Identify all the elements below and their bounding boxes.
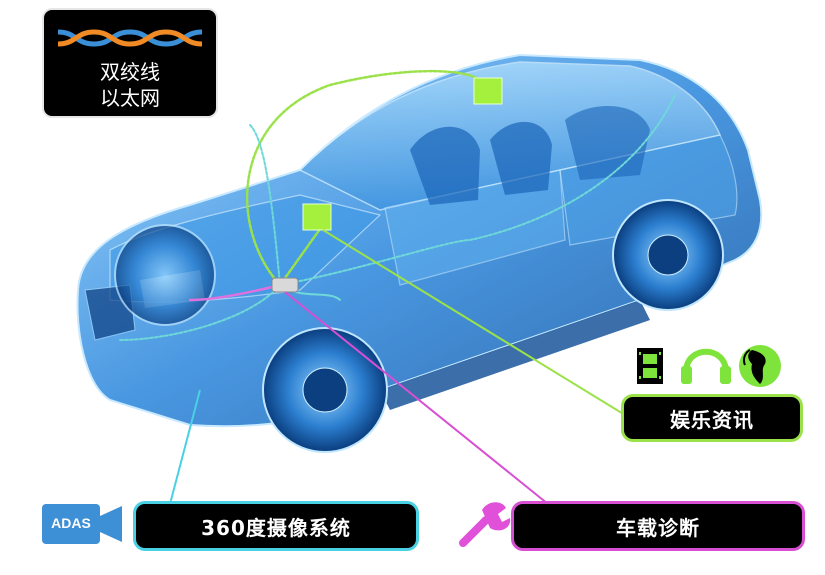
adas-camera-icon xyxy=(42,504,122,544)
badge-line-1: 双绞线 xyxy=(100,60,160,84)
adas-icon-text: ADAS xyxy=(51,515,91,531)
badge-line-2: 以太网 xyxy=(100,86,160,110)
infotainment-label: 娱乐资讯 xyxy=(624,397,800,439)
wrench-icon xyxy=(459,502,511,547)
callout-lines xyxy=(169,229,626,505)
network-cables xyxy=(119,69,676,341)
film-icon xyxy=(637,348,663,384)
ecu-module-front xyxy=(302,203,332,231)
front-right-wheel xyxy=(114,224,216,326)
globe-icon xyxy=(739,345,781,387)
rear-wheel xyxy=(612,199,724,311)
twisted-pair-icon xyxy=(58,29,202,47)
ecu-module-rear xyxy=(473,77,503,105)
diagnostics-label: 车载诊断 xyxy=(514,504,802,548)
front-left-wheel xyxy=(262,327,388,453)
headphones-icon xyxy=(681,348,731,384)
camera-system-label: 360度摄像系统 xyxy=(136,504,416,548)
twisted-pair-ethernet-badge: 双绞线 以太网 xyxy=(44,10,216,116)
central-gateway xyxy=(271,277,299,293)
